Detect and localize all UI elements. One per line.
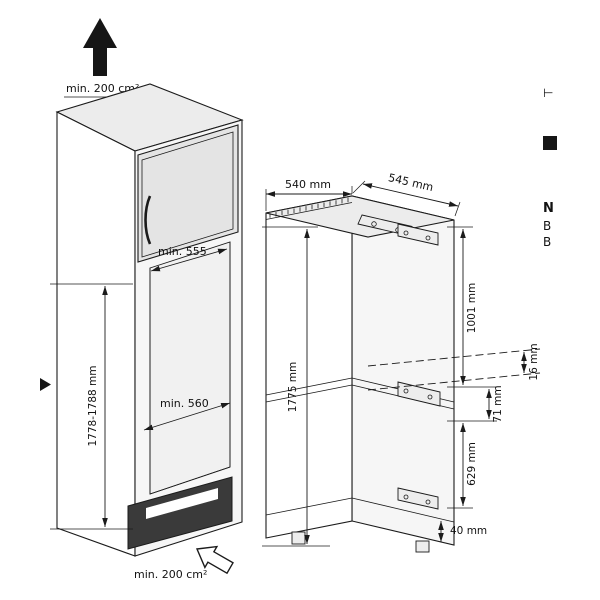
hinge-axis-dash-line2 bbox=[367, 372, 541, 391]
top-grille-slots bbox=[269, 197, 349, 218]
niche-height-dim-label: 1778-1788 mm bbox=[87, 365, 99, 446]
cabinet-front-face bbox=[56, 111, 136, 557]
depth-dim-label: 545 mm bbox=[387, 171, 435, 194]
page-fold-mark bbox=[40, 378, 51, 391]
cabinet-upper-door bbox=[137, 124, 239, 263]
depth-ext-front bbox=[352, 180, 366, 194]
niche-width-dim-label: min. 555 bbox=[158, 245, 207, 258]
edge-section-square bbox=[543, 136, 557, 150]
plinth-dim-label: 40 mm bbox=[450, 525, 487, 537]
edge-fragment-b1: B bbox=[543, 219, 551, 233]
top-clearance-dim-label: 16 mm bbox=[528, 343, 540, 380]
cabinet-bottom-airflow-label: min. 200 cm² bbox=[134, 568, 207, 581]
door-handle-icon bbox=[144, 195, 152, 245]
cabinet-top-airflow-label: min. 200 cm² bbox=[66, 82, 139, 95]
height-dim-label: 1775 mm bbox=[287, 362, 299, 413]
edge-fragment-n: N bbox=[543, 201, 554, 216]
bottom-vent-slot bbox=[146, 488, 218, 519]
top-grille-frame-line bbox=[265, 202, 353, 220]
cabinet-upper-door-inner-line bbox=[141, 131, 234, 258]
hinge-bolt-icon bbox=[425, 235, 431, 241]
upper-height-dim-label: 1001 mm bbox=[466, 283, 478, 334]
hinge-bolt-icon bbox=[403, 230, 409, 236]
appliance-foot bbox=[415, 540, 430, 553]
hinge-axis-dash-line1 bbox=[367, 348, 541, 367]
niche-depth-dim-label: min. 560 bbox=[160, 397, 209, 410]
page-edge-fragments: ⊢ N B B bbox=[543, 86, 557, 249]
airflow-bottom-arrow-icon bbox=[195, 545, 234, 575]
depth-dim-line bbox=[362, 183, 459, 207]
airflow-up-arrow-icon bbox=[83, 18, 117, 76]
appliance-front-face bbox=[265, 195, 353, 539]
hinge-bolt-icon bbox=[427, 394, 433, 400]
width-dim-label: 540 mm bbox=[285, 178, 331, 191]
lower-height-dim-label: 629 mm bbox=[466, 442, 478, 486]
hinge-clearance-dim-label: 71 mm bbox=[492, 385, 504, 422]
hinge-bolt-icon bbox=[425, 499, 431, 505]
hinge-bolt-icon bbox=[403, 388, 409, 394]
niche-width-dim-line bbox=[150, 248, 228, 272]
depth-ext-back bbox=[454, 201, 461, 217]
rail-bolt-icon bbox=[371, 221, 377, 227]
cabinet-drawing: min. 200 cm² min. 555 min. 560 1778-1788… bbox=[40, 18, 244, 581]
appliance-foot bbox=[291, 531, 306, 545]
appliance-drawing: 540 mm 545 mm 1775 mm 1001 mm 71 mm 16 m… bbox=[262, 171, 541, 553]
hinge-bolt-icon bbox=[403, 494, 409, 500]
plinth-side-line bbox=[351, 497, 455, 523]
niche-depth-dim-line bbox=[143, 402, 231, 431]
edge-fragment-top: ⊢ bbox=[543, 86, 553, 100]
middle-hinge bbox=[397, 381, 441, 407]
niche-back-wall bbox=[149, 241, 231, 495]
edge-fragment-b2: B bbox=[543, 235, 551, 249]
niche-floor-edge bbox=[149, 466, 231, 495]
